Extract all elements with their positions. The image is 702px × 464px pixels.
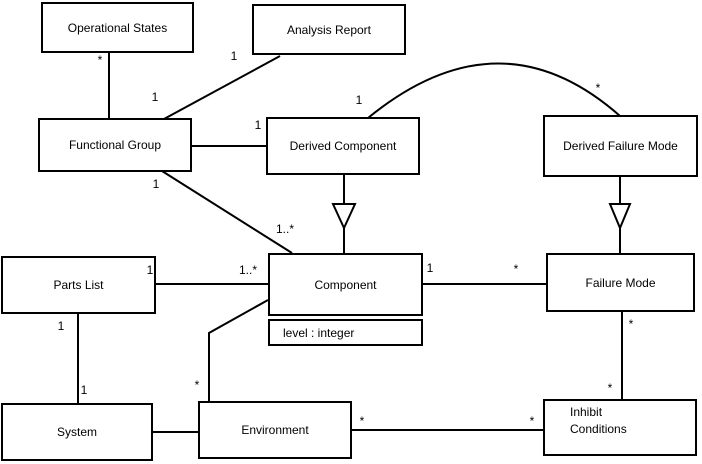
class-box-component-attributes: level : integer — [268, 319, 423, 346]
class-name: System — [56, 425, 97, 439]
class-box-functional-group: Functional Group — [38, 118, 192, 172]
multiplicity-label: 1 — [355, 93, 363, 107]
class-name: Derived Component — [289, 139, 397, 153]
multiplicity-label: 1 — [151, 90, 159, 104]
class-name: Operational States — [67, 20, 168, 35]
multiplicity-label: * — [194, 378, 200, 392]
multiplicity-label: 1 — [426, 261, 434, 275]
multiplicity-label: * — [607, 381, 613, 395]
multiplicity-label: * — [513, 262, 519, 276]
class-name: Functional Group — [68, 138, 162, 152]
association-analysis-report-functional-group — [163, 55, 281, 120]
class-box-operational-states: Operational States — [41, 2, 194, 53]
class-name: Component — [314, 277, 377, 292]
multiplicity-label: 1..* — [275, 222, 295, 236]
multiplicity-label: 1 — [146, 263, 154, 277]
class-box-derived-component: Derived Component — [266, 117, 420, 175]
class-box-environment: Environment — [198, 401, 352, 459]
class-box-derived-failure-mode: Derived Failure Mode — [543, 115, 698, 177]
class-name: Analysis Report — [286, 22, 372, 37]
multiplicity-label: 1 — [57, 319, 65, 333]
multiplicity-label: 1 — [80, 383, 88, 397]
multiplicity-label: * — [359, 414, 365, 428]
class-name: Inhibit Conditions — [570, 405, 627, 436]
multiplicity-label: 1..* — [238, 263, 258, 277]
multiplicity-label: 1 — [152, 177, 160, 191]
class-box-component: Component — [268, 253, 423, 316]
class-box-inhibit-conditions: Inhibit Conditions — [543, 399, 697, 456]
class-attribute: level : integer — [283, 325, 355, 340]
multiplicity-label: 1 — [254, 118, 262, 132]
association-functional-group-component — [161, 170, 293, 254]
class-box-failure-mode: Failure Mode — [546, 253, 695, 312]
multiplicity-label: * — [97, 53, 103, 67]
generalization-triangle-icon — [608, 203, 632, 231]
multiplicity-label: * — [628, 317, 634, 331]
generalization-triangle-icon — [331, 203, 357, 231]
class-name: Failure Mode — [585, 275, 656, 290]
class-name: Derived Failure Mode — [563, 139, 678, 153]
multiplicity-label: * — [529, 414, 535, 428]
class-box-analysis-report: Analysis Report — [252, 4, 406, 55]
class-name: Parts List — [53, 278, 104, 292]
class-box-parts-list: Parts List — [1, 256, 156, 314]
class-box-system: System — [1, 403, 153, 461]
multiplicity-label: 1 — [230, 49, 238, 63]
class-name: Environment — [241, 423, 309, 437]
multiplicity-label: * — [595, 81, 601, 95]
association-derived-component-derived-failure-mode-arc — [367, 62, 621, 119]
association-component-environment — [208, 299, 269, 402]
